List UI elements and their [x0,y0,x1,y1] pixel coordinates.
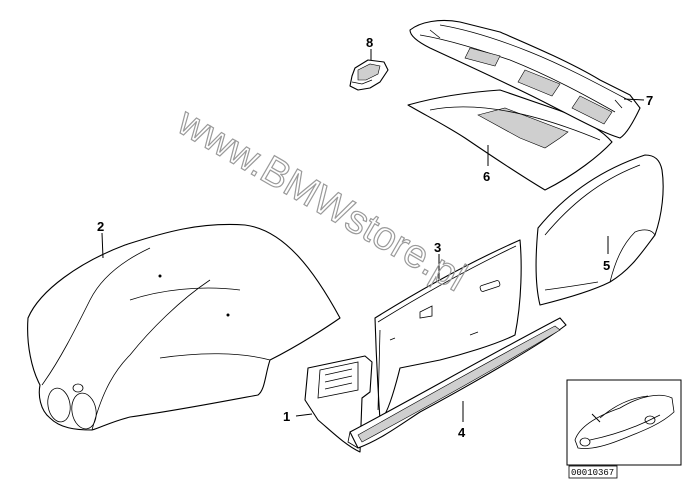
callout-8: 8 [366,35,373,60]
front-side-panel-part[interactable] [304,355,373,453]
callout-1: 1 [283,409,313,424]
car-thumbnail: 00010367 [566,379,682,479]
callout-label-1: 1 [283,409,290,424]
callout-label-7: 7 [646,93,653,108]
callout-label-2: 2 [97,219,104,234]
lock-bracket-part[interactable] [349,59,389,91]
callout-label-6: 6 [483,169,490,184]
callout-2: 2 [97,219,104,259]
callout-label-3: 3 [434,240,441,255]
callout-label-8: 8 [366,35,373,50]
rocker-panel-part[interactable] [347,317,567,449]
diagram-id-label: 00010367 [571,468,614,478]
callout-label-4: 4 [458,425,466,440]
callout-3: 3 [434,240,441,280]
trunk-lid-part[interactable] [407,89,613,191]
door-part[interactable] [374,239,522,421]
callout-5: 5 [603,236,610,273]
bonnet-part[interactable] [27,223,341,431]
callout-7: 7 [623,93,653,108]
trunk-lid-frame-part[interactable] [409,19,641,139]
callout-6: 6 [483,145,490,184]
callout-label-5: 5 [603,258,610,273]
rear-side-panel-part[interactable] [535,154,664,306]
callout-4: 4 [458,401,466,440]
